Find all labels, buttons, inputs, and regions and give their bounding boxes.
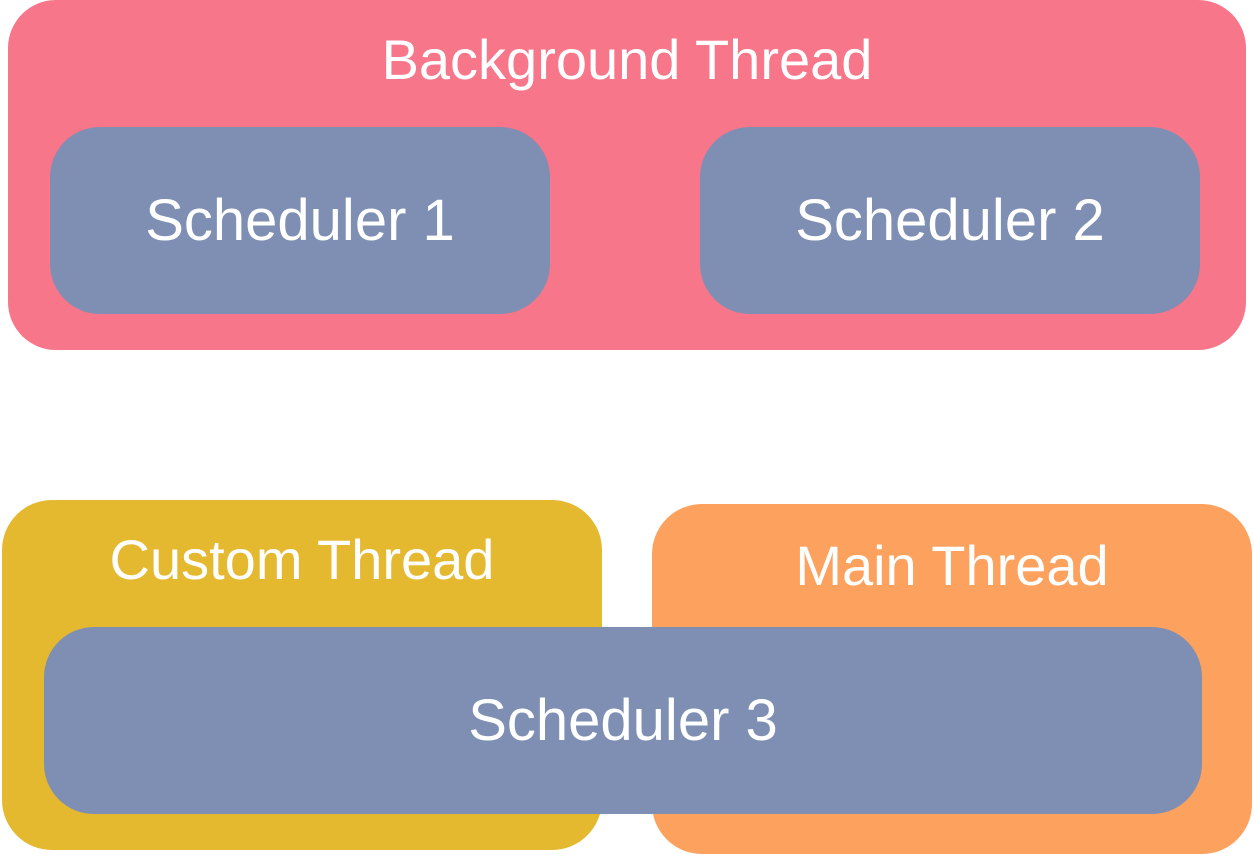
scheduler-3-box: Scheduler 3 [44, 627, 1202, 814]
main-thread-label: Main Thread [795, 534, 1109, 597]
background-thread-label: Background Thread [381, 28, 873, 91]
scheduler-1-label: Scheduler 1 [145, 187, 455, 253]
scheduler-2-label: Scheduler 2 [795, 187, 1105, 253]
scheduler-2-box: Scheduler 2 [700, 127, 1200, 314]
custom-thread-label: Custom Thread [109, 528, 495, 591]
scheduler-3-label: Scheduler 3 [468, 687, 778, 753]
scheduler-1-box: Scheduler 1 [50, 127, 550, 314]
